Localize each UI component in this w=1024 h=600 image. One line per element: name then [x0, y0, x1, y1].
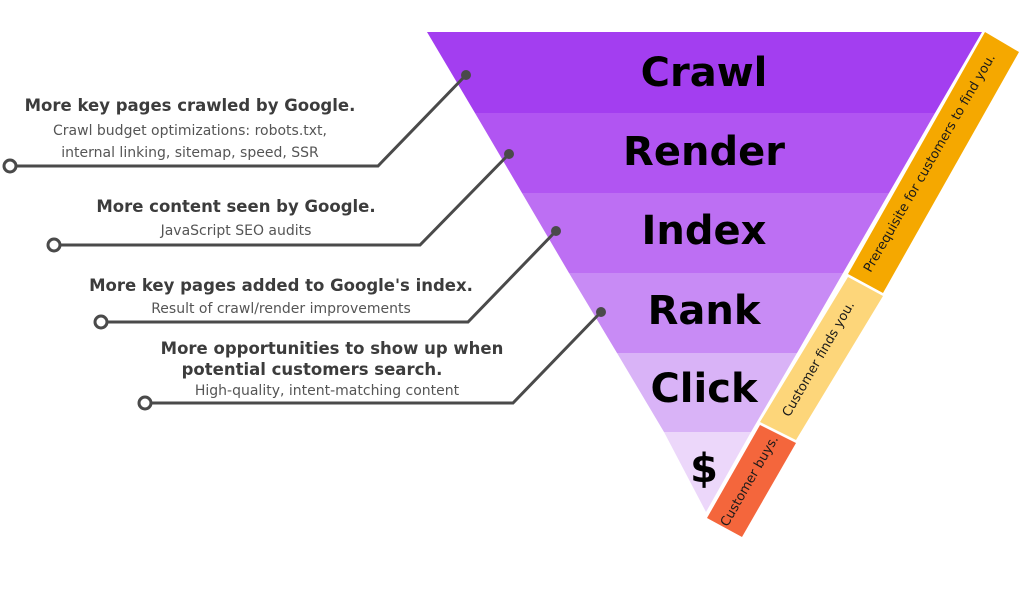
- annotation-rank-title-line1: More opportunities to show up when: [161, 339, 504, 358]
- connector-crawl: [10, 73, 468, 168]
- funnel-stage-render: [475, 113, 935, 193]
- funnel-stage-money: [664, 432, 751, 512]
- annotation-index-subtitle: Result of crawl/render improvements: [151, 301, 411, 317]
- stage-label-money: $: [690, 446, 718, 492]
- connectors: [2, 70, 606, 411]
- annotation-crawl-subtitle-line2: internal linking, sitemap, speed, SSR: [61, 145, 319, 161]
- funnel-stage-rank: [569, 273, 843, 353]
- annotation-index-title: More key pages added to Google's index.: [89, 276, 473, 295]
- connector-render-start-dot: [46, 237, 62, 253]
- stage-label-click: Click: [650, 366, 758, 412]
- annotation-crawl-subtitle-line1: Crawl budget optimizations: robots.txt,: [53, 123, 327, 139]
- annotation-render-title: More content seen by Google.: [96, 197, 375, 216]
- funnel-stage-click: [617, 353, 797, 432]
- band-prerequisite: [848, 32, 1019, 293]
- stage-label-render: Render: [623, 129, 785, 175]
- connector-rank-end-dot: [596, 307, 606, 317]
- connector-index-end-dot: [551, 226, 561, 236]
- band-buys: [707, 425, 796, 537]
- connector-rank-start-dot: [137, 395, 153, 411]
- annotation-crawl-title: More key pages crawled by Google.: [25, 96, 356, 115]
- annotations: More key pages crawled by Google. Crawl …: [25, 96, 504, 399]
- connector-rank: [145, 310, 603, 405]
- connector-index-start-dot: [93, 314, 109, 330]
- connector-crawl-start-dot: [2, 158, 18, 174]
- annotation-render-subtitle: JavaScript SEO audits: [160, 223, 312, 239]
- funnel-stage-index: [522, 193, 889, 273]
- connector-render: [54, 152, 511, 247]
- annotation-rank-title-line2: potential customers search.: [182, 360, 443, 379]
- connector-crawl-end-dot: [461, 70, 471, 80]
- stage-label-crawl: Crawl: [641, 50, 768, 96]
- connector-index: [101, 229, 558, 324]
- stage-label-rank: Rank: [648, 288, 762, 334]
- stage-label-index: Index: [642, 208, 767, 254]
- band-finds-you: [760, 277, 883, 440]
- funnel-stage-crawl: [427, 32, 982, 113]
- annotation-rank-subtitle: High-quality, intent-matching content: [195, 383, 460, 399]
- connector-render-end-dot: [504, 149, 514, 159]
- funnel: Crawl Render Index Rank Click $: [427, 32, 982, 512]
